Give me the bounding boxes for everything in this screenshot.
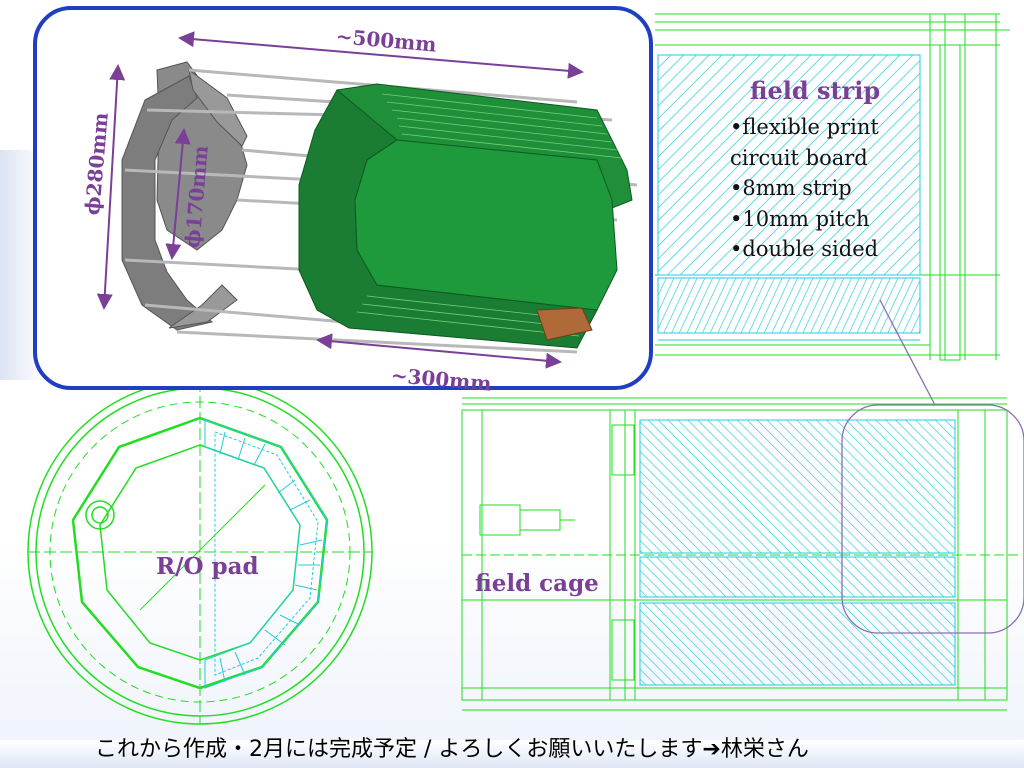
ro-pad-label: R/O pad [156, 553, 259, 580]
decorative-wash-bottom [0, 740, 1024, 768]
footer-note: これから作成・2月には完成予定 / よろしくお願いいたします➔林栄さん [95, 737, 809, 762]
field-strip-bullet: •flexible print circuit board [730, 115, 879, 170]
field-strip-bullet: •8mm strip [730, 176, 852, 200]
strip-cylinder-inner [354, 139, 618, 311]
field-strip-notes: •flexible print circuit board •8mm strip… [730, 112, 910, 265]
field-strip-bullet: •10mm pitch [730, 206, 870, 231]
field-cage-label: field cage [475, 570, 599, 597]
field-strip-bullet: •double sided [730, 237, 879, 261]
cage-3d-render [121, 61, 638, 354]
photo-frame [33, 6, 653, 390]
field-strip-title: field strip [750, 76, 881, 105]
